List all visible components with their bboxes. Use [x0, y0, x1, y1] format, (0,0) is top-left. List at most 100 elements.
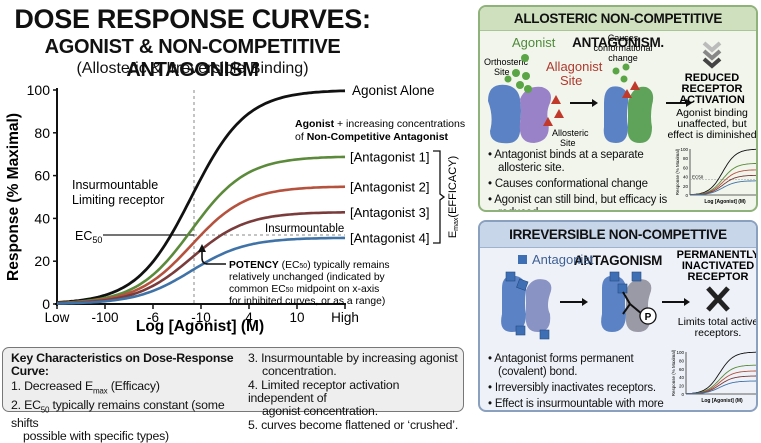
mini-curve	[685, 364, 756, 395]
key-characteristics-box: Key Characteristics on Dose-Response Cur…	[2, 347, 464, 442]
receptor-blue-icon	[488, 84, 521, 144]
curve-antagonist-4	[57, 236, 345, 305]
series-label: [Antagonist 1]	[350, 149, 430, 164]
allosteric-header: ALLOSTERIC NON-COMPETITIVE ANTAGONISM.	[480, 7, 756, 50]
efficacy-bracket	[433, 150, 446, 244]
x-tick-label: -10	[191, 310, 211, 325]
ec50-label: EC50	[75, 229, 102, 245]
insurmountable-right-label: Insurmountable	[265, 223, 344, 235]
svg-text:INACTIVATED: INACTIVATED	[682, 260, 754, 272]
mini-curve	[685, 351, 756, 395]
mini-x-label: Log [Agonist] (M)	[704, 199, 746, 205]
allagonist-label: Allagonist	[546, 59, 603, 74]
allosteric-illustration: Agonist Orthosteric Site Allagonist Site…	[484, 33, 756, 205]
receptor-purple-icon	[525, 279, 552, 332]
mini-tick-label: 60	[683, 165, 689, 170]
y-tick-label: 40	[34, 210, 50, 226]
svg-text:POTENCY (EC50) typically remai: POTENCY (EC50) typically remains	[229, 260, 390, 271]
svg-text:unaffected, but: unaffected, but	[677, 118, 746, 130]
antagonist-square-icon	[518, 255, 527, 264]
svg-text:Site: Site	[560, 73, 582, 88]
bullet: Causes conformational change	[488, 178, 668, 191]
svg-text:common EC50 midpoint on x-axis: common EC50 midpoint on x-axis	[229, 284, 379, 295]
antagonist-triangles-icon	[543, 95, 564, 126]
series-label: [Antagonist 3]	[350, 205, 430, 220]
agonist-label: Agonist	[512, 35, 556, 50]
x-axis-label: Log [Agonist] (M)	[136, 318, 264, 335]
series-label: Agonist Alone	[352, 83, 435, 98]
svg-text:RECEPTOR: RECEPTOR	[682, 83, 743, 95]
result-description: Agonist binding	[676, 107, 748, 119]
svg-text:effect is diminished: effect is diminished	[667, 129, 756, 141]
mini-x-label: Log [Agonist] (M)	[701, 398, 743, 404]
x-tick-label: -100	[91, 310, 118, 325]
irreversible-header: IRREVERSIBLE NON-COMPETTIVE ANTAGONISM	[480, 222, 756, 268]
mini-tick-label: 0	[685, 193, 688, 198]
key-item-1: 1. Decreased Emax (Efficacy)	[11, 379, 160, 396]
svg-text:Site: Site	[494, 67, 510, 77]
key-title: Key Characteristics on Dose-Response Cur…	[11, 351, 234, 378]
mini-tick-label: 20	[679, 384, 685, 389]
mini-tick-label: 100	[676, 350, 684, 355]
emax-efficacy-label: Emax(EFFICACY)	[447, 156, 460, 238]
receptor-blue-icon	[501, 275, 526, 332]
x-tick-label: -6	[147, 310, 159, 325]
mini-curve	[690, 180, 756, 196]
mini-tick-label: 20	[683, 184, 689, 189]
mini-tick-label: 60	[679, 367, 685, 372]
insurmountable-label: Insurmountable	[72, 178, 158, 192]
series-label: [Antagonist 4]	[350, 231, 430, 246]
y-tick-label: 60	[34, 168, 50, 184]
mini-tick-label: 80	[679, 358, 685, 363]
result-label: REDUCED	[685, 72, 739, 84]
key-item-2: 2. EC50 typically remains constant (some…	[11, 398, 225, 443]
mini-curve	[689, 148, 756, 196]
x-tick-label: High	[331, 310, 359, 325]
mini-curve	[685, 375, 756, 395]
title-line-1: DOSE RESPONSE CURVES:	[14, 4, 371, 34]
allosteric-bullets: Antagonist binds at a separate allosteri…	[488, 149, 668, 210]
bullet: Antagonist forms permanent (covalent) bo…	[488, 353, 666, 379]
svg-text:Site: Site	[560, 138, 576, 148]
x-tick-label: 4	[245, 310, 253, 325]
bullet: Effect is insurmountable with more agoni…	[488, 398, 666, 410]
allosteric-site-label: Allosteric	[552, 128, 589, 138]
svg-text:relatively unchanged (indicate: relatively unchanged (indicated by	[229, 272, 386, 283]
receptor-purple-icon	[519, 86, 551, 143]
bullet: Irreversibly inactivates receptors.	[488, 382, 666, 395]
mini-y-label: Response (% Maximal)	[675, 148, 680, 195]
down-chevrons-icon	[702, 41, 722, 69]
mini-tick-label: 40	[683, 175, 689, 180]
series-label: [Antagonist 2]	[350, 179, 430, 194]
svg-text:RECEPTOR: RECEPTOR	[688, 271, 749, 283]
group-label-2: of Non-Competitive Antagonist	[295, 131, 449, 143]
agonist-molecules-icon	[504, 54, 532, 93]
subtitle: (Allosteric & Irreversible Binding)	[76, 60, 309, 77]
irreversible-bullets: Antagonist forms permanent (covalent) bo…	[488, 353, 666, 410]
mini-tick-label: 0	[681, 392, 684, 397]
mini-curve	[686, 370, 756, 395]
result-label: PERMANENTLY	[677, 249, 756, 261]
result-description: Limits total active	[678, 316, 756, 328]
potency-arrow	[201, 248, 226, 265]
svg-text:conformational: conformational	[593, 43, 652, 53]
title-line-2: AGONIST & NON-COMPETITIVE ANTAGONISM	[44, 36, 341, 81]
allosteric-panel: ALLOSTERIC NON-COMPETITIVE ANTAGONISM. A…	[478, 5, 758, 212]
orthosteric-label: Orthosteric	[484, 57, 529, 67]
antagonist-label: Antagonist	[532, 252, 594, 267]
svg-text:for inhibited curves, or as a: for inhibited curves, or as a range)	[229, 296, 385, 307]
key-item-4: 4. Limited receptor activation independe…	[248, 378, 400, 418]
bullet: Agonist can still bind, but efficacy is …	[488, 194, 668, 210]
mini-ec50-label: EC50	[692, 174, 704, 179]
irreversible-illustration: Antagonist P PERMANENTLYINACTIVATEDRECEP…	[501, 249, 756, 404]
y-tick-label: 0	[42, 296, 50, 312]
receptor-green-icon	[627, 86, 654, 143]
receptor-blue-2-icon	[603, 86, 629, 143]
svg-text:ACTIVATION: ACTIVATION	[679, 94, 745, 106]
svg-text:P: P	[645, 312, 652, 323]
bullet: Antagonist binds at a separate allosteri…	[488, 149, 668, 175]
svg-text:receptors.: receptors.	[695, 327, 742, 339]
